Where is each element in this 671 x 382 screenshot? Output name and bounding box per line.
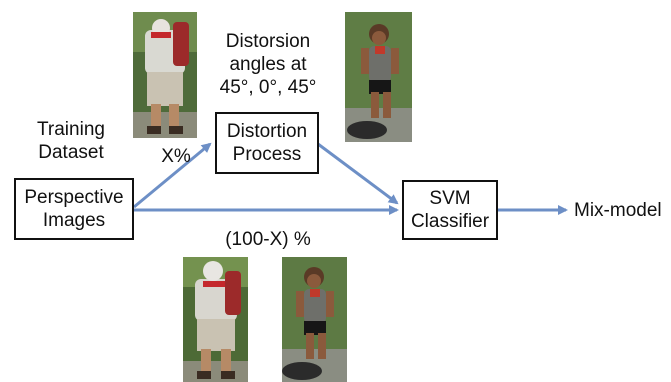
perspective-images-line2: Images (42, 210, 106, 231)
perspective-images-line1: Perspective (24, 187, 124, 208)
distortion-angles-label: Distorsion angles at 45°, 0°, 45° (208, 30, 328, 99)
arrow-perspective-to-distortion (133, 142, 212, 209)
svm-classifier-line2: Classifier (410, 211, 490, 232)
distortion-process-box: Distortion Process (215, 112, 319, 174)
svm-classifier-line1: SVM (429, 188, 471, 209)
distortion-angles-line1: Distorsion (225, 31, 311, 52)
perspective-images-box: Perspective Images (14, 178, 134, 240)
photo-woman (282, 257, 347, 382)
distortion-process-line1: Distortion (226, 121, 308, 142)
training-dataset-line1: Training (37, 119, 105, 140)
training-dataset-line2: Dataset (38, 142, 104, 163)
photo-woman-distorted (345, 12, 412, 142)
arrow-distortion-to-svm (317, 142, 399, 205)
hundred-minus-x-label: (100-X) % (225, 229, 311, 250)
training-dataset-label: Training Dataset (36, 118, 106, 164)
photo-hiker-man-distorted (133, 12, 197, 138)
distortion-angles-line2: angles at (229, 54, 307, 75)
photo-hiker-man (183, 257, 248, 382)
x-percent-label: X% (161, 146, 191, 167)
distortion-angles-line3: 45°, 0°, 45° (219, 77, 317, 98)
mix-model-label: Mix-model (574, 200, 662, 221)
svm-classifier-box: SVM Classifier (402, 180, 498, 240)
distortion-process-line2: Process (232, 144, 302, 165)
